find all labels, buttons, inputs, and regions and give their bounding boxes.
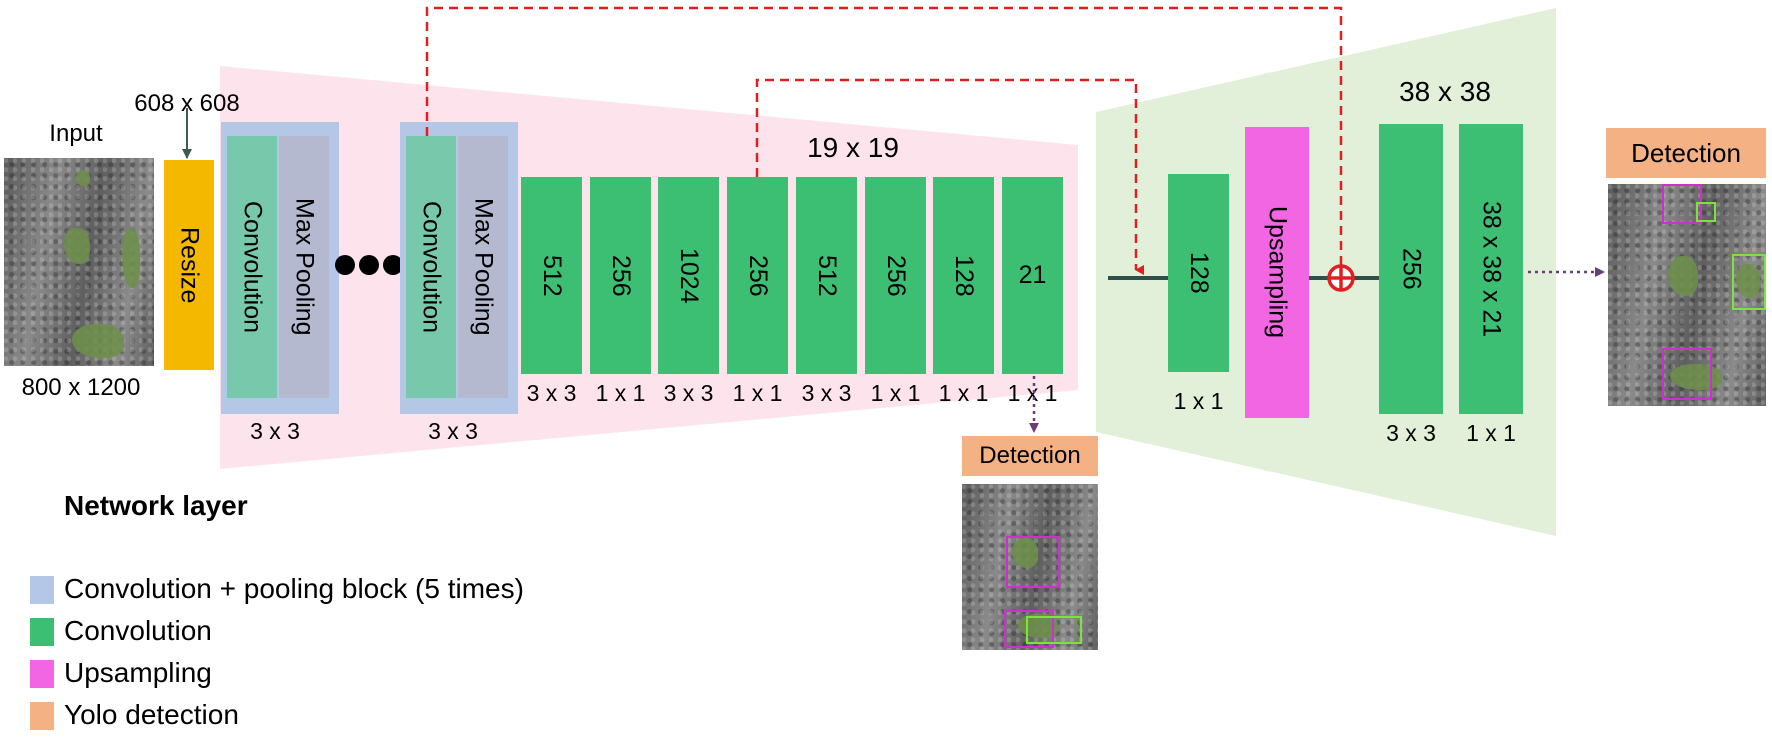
resize-block: Resize xyxy=(164,160,214,370)
legend-label-yolo-detection: Yolo detection xyxy=(64,699,239,730)
scale-1-conv-3: 1024 xyxy=(658,177,719,374)
legend-swatch-yolo-detection xyxy=(30,702,54,730)
scale-2-conv-1: 256 xyxy=(1379,124,1443,414)
concat-icon xyxy=(1327,264,1355,292)
legend-swatch-conv-pool xyxy=(30,576,54,604)
resize-label: Resize xyxy=(175,226,204,304)
block-2-max-pooling: Max Pooling xyxy=(458,136,508,398)
block-1-convolution: Convolution xyxy=(227,136,277,398)
bbox xyxy=(1006,536,1060,588)
scale-1-conv-7: 128 xyxy=(933,177,994,374)
block-2-kernel: 3 x 3 xyxy=(428,418,478,444)
bbox xyxy=(1696,202,1716,222)
scale-2-conv-2: 38 x 38 x 21 xyxy=(1459,124,1523,414)
scale-1-kernel-5: 3 x 3 xyxy=(801,380,852,406)
scale-1-detection-image xyxy=(962,484,1098,650)
block-1-kernel: 3 x 3 xyxy=(250,418,300,444)
scale-1-kernel-7: 1 x 1 xyxy=(938,380,989,406)
bbox xyxy=(1732,254,1766,310)
input-image xyxy=(4,158,154,366)
scale-2-detection-image xyxy=(1608,184,1766,406)
scale-2-conv-in: 128 xyxy=(1168,174,1229,372)
legend-label-conv-pool: Convolution + pooling block (5 times) xyxy=(64,573,524,604)
bbox xyxy=(1662,348,1712,400)
scale-2-detection-label: Detection xyxy=(1606,128,1766,178)
legend-title: Network layer xyxy=(64,490,248,521)
scale-1-detection-label: Detection xyxy=(962,436,1098,476)
legend-swatch-upsampling xyxy=(30,660,54,688)
scale-1-kernel-2: 1 x 1 xyxy=(595,380,646,406)
scale-1-kernel-6: 1 x 1 xyxy=(870,380,921,406)
legend-swatch-convolution xyxy=(30,618,54,646)
scale-1-kernel-4: 1 x 1 xyxy=(732,380,783,406)
block-1-max-pooling: Max Pooling xyxy=(279,136,329,398)
scale-1-conv-2: 256 xyxy=(590,177,651,374)
scale-1-grid-label: 19 x 19 xyxy=(807,132,899,163)
long-skip-connection xyxy=(425,6,1343,266)
scale-2-kernel-1: 3 x 3 xyxy=(1386,420,1436,446)
input-original-size: 800 x 1200 xyxy=(21,374,141,401)
block-2-convolution: Convolution xyxy=(406,136,456,398)
legend-label-convolution: Convolution xyxy=(64,615,212,646)
scale-1-kernel-8: 1 x 1 xyxy=(1007,380,1058,406)
bbox xyxy=(1662,184,1702,224)
input-label: Input xyxy=(49,120,103,147)
scale-2-conv-in-kernel: 1 x 1 xyxy=(1173,388,1224,414)
bbox xyxy=(1026,616,1082,644)
scale-1-conv-1: 512 xyxy=(521,177,582,374)
scale-1-kernel-3: 3 x 3 xyxy=(663,380,714,406)
bbox xyxy=(1004,610,1054,648)
ellipsis-dots xyxy=(335,255,403,275)
short-skip-connection xyxy=(755,78,1144,275)
scale-1-conv-5: 512 xyxy=(796,177,857,374)
upsampling-block: Upsampling xyxy=(1245,127,1309,418)
scale-2-kernel-2: 1 x 1 xyxy=(1466,420,1516,446)
scale-2-grid-label: 38 x 38 xyxy=(1399,76,1491,107)
scale-1-kernel-1: 3 x 3 xyxy=(526,380,577,406)
scale-1-conv-6: 256 xyxy=(865,177,926,374)
legend-label-upsampling: Upsampling xyxy=(64,657,212,688)
scale-1-conv-4: 256 xyxy=(727,177,788,374)
scale-1-conv-8: 21 xyxy=(1002,177,1063,374)
